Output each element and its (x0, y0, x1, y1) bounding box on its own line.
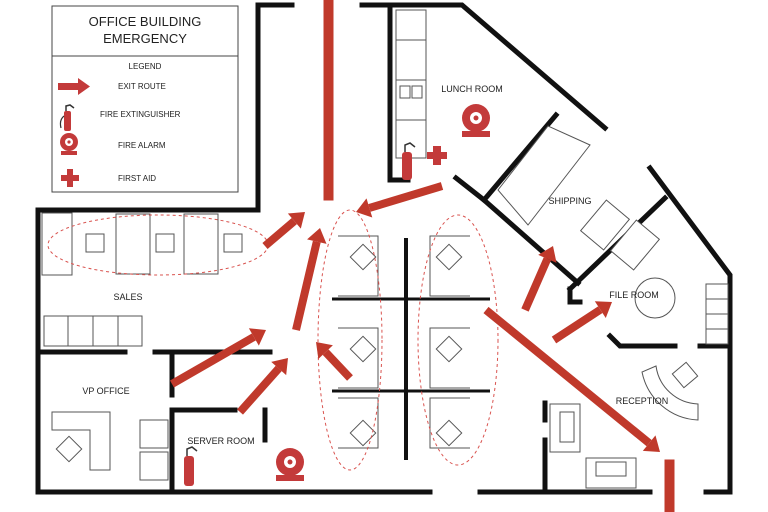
fire-alarm-icon (462, 104, 490, 137)
room-label-shipping: SHIPPING (548, 196, 591, 206)
furniture (41, 9, 729, 489)
exit-route-arrow (316, 341, 353, 381)
fire-extinguisher-icon (402, 142, 416, 180)
chairs (55, 233, 699, 477)
exit-route-arrows (170, 182, 660, 453)
exit-route-arrow (292, 228, 327, 331)
exit-route-arrow (262, 211, 306, 250)
room-label-lunch: LUNCH ROOM (441, 84, 503, 94)
exit-route-arrow (356, 182, 444, 218)
room-label-file: FILE ROOM (609, 290, 659, 300)
room-label-vp: VP OFFICE (82, 386, 129, 396)
first-aid-icon (61, 169, 79, 187)
exit-route-arrow (551, 301, 613, 344)
first-aid-icon (427, 146, 447, 165)
legend-item-label: FIRE ALARM (118, 141, 166, 150)
legend-title-line2: EMERGENCY (103, 31, 187, 46)
room-label-sales: SALES (113, 292, 142, 302)
legend-item-label: FIRST AID (118, 174, 156, 183)
exit-routes (323, 0, 675, 512)
room-labels: LUNCH ROOM SHIPPING SALES FILE ROOM VP O… (82, 84, 668, 446)
fire-alarm-icon (60, 133, 78, 155)
legend-heading: LEGEND (129, 62, 162, 71)
legend-item-label: FIRE EXTINGUISHER (100, 110, 181, 119)
exit-route-arrow (521, 246, 557, 312)
legend-item-label: EXIT ROUTE (118, 82, 166, 91)
legend: OFFICE BUILDING EMERGENCY LEGEND EXIT RO… (51, 5, 239, 193)
room-label-reception: RECEPTION (616, 396, 669, 406)
exit-route-segment (323, 0, 334, 201)
fire-alarm-icon (276, 448, 304, 481)
legend-title-line1: OFFICE BUILDING (89, 14, 202, 29)
exit-route-segment (664, 459, 675, 512)
fire-extinguisher-icon (59, 104, 75, 131)
exit-route-arrow (483, 306, 660, 453)
walls (35, 2, 733, 495)
exit-route-arrow (237, 358, 289, 415)
exit-route-arrow (170, 328, 266, 388)
fire-extinguisher-icon (184, 446, 198, 486)
room-label-server: SERVER ROOM (187, 436, 254, 446)
exit-route-arrow-icon (58, 78, 90, 95)
